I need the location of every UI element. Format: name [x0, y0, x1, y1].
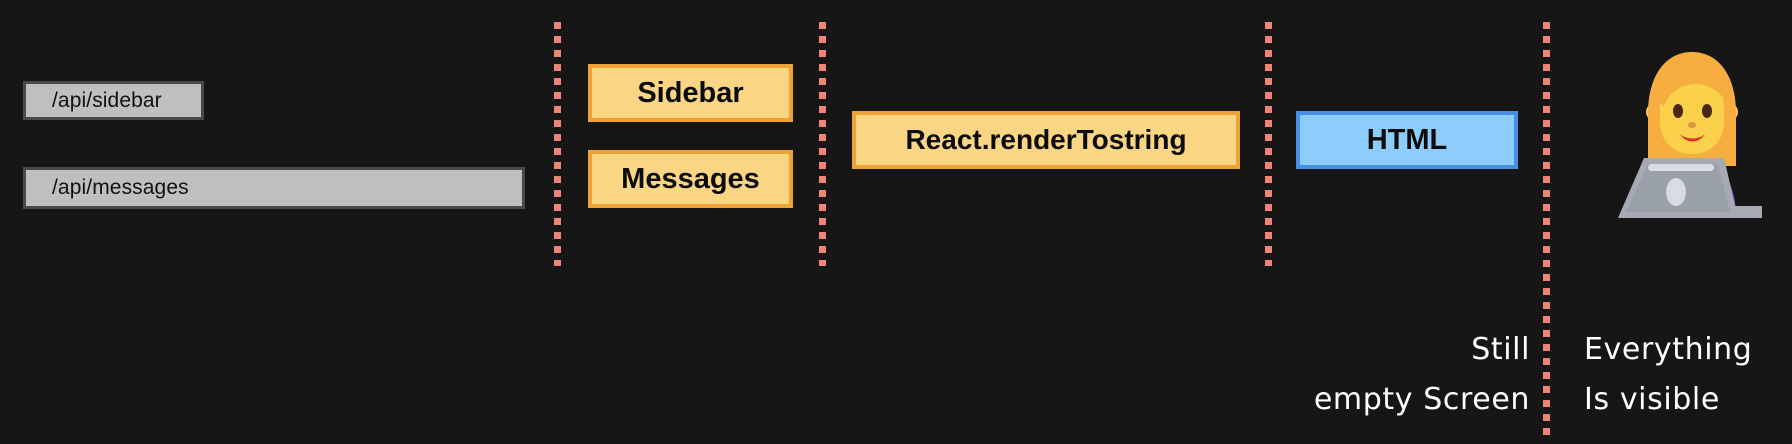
api-request-bar-messages: /api/messages: [23, 167, 525, 209]
component-box-messages: Messages: [588, 150, 793, 208]
caption-still-empty-screen: Still empty Screen: [1313, 332, 1530, 417]
api-request-label: /api/sidebar: [52, 88, 162, 112]
component-box-label: Messages: [621, 162, 760, 195]
component-box-sidebar: Sidebar: [588, 64, 793, 122]
divider-1: [554, 22, 561, 266]
html-output-label: HTML: [1366, 123, 1448, 156]
woman-technologist-emoji: [1612, 40, 1772, 220]
render-step-box: React.renderTostring: [852, 111, 1240, 169]
html-output-box: HTML: [1296, 111, 1518, 169]
component-box-label: Sidebar: [637, 76, 744, 109]
api-request-label: /api/messages: [52, 176, 189, 199]
render-step-label: React.renderTostring: [905, 124, 1187, 155]
divider-3: [1265, 22, 1272, 266]
divider-4: [1543, 22, 1550, 435]
caption-everything-is-visible: Everything Is visible: [1584, 332, 1753, 417]
api-request-bar-sidebar: /api/sidebar: [23, 81, 204, 120]
divider-2: [819, 22, 826, 266]
